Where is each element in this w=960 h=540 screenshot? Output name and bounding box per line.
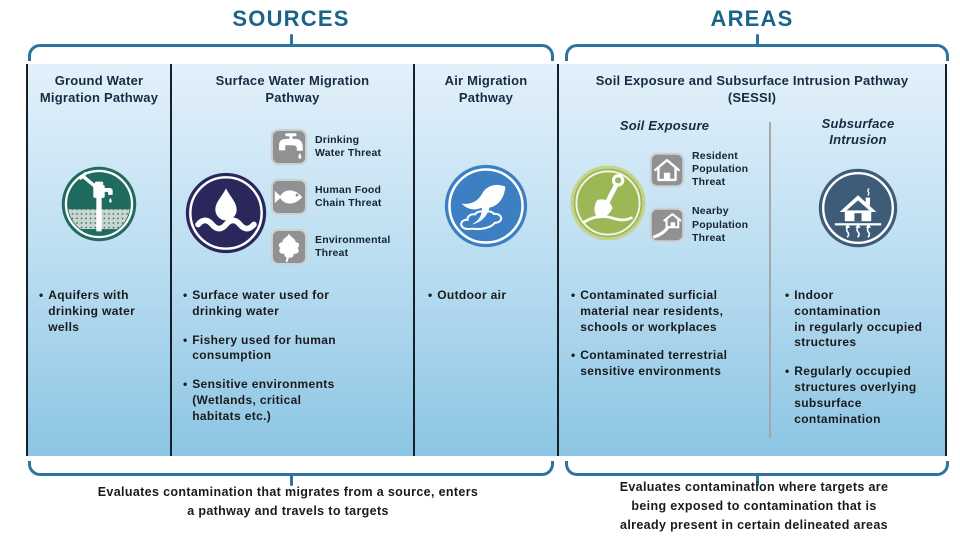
surface-water-threats: Drinking Water Threat Human Food Chain T… bbox=[270, 128, 410, 278]
threat-item: Drinking Water Threat bbox=[270, 128, 410, 166]
bullet-dot: • bbox=[571, 288, 576, 302]
bullet-item: • Sensitive environments (Wetlands, crit… bbox=[183, 377, 385, 424]
surface-water-bullets: • Surface water used for drinking water … bbox=[183, 288, 385, 438]
subsurface-intrusion-subcolumn: Subsurface Intrusion bbox=[771, 116, 945, 456]
water-drop-waves-icon bbox=[185, 172, 267, 254]
bullet-text: Fishery used for human consumption bbox=[192, 332, 336, 363]
sources-caption: Evaluates contamination that migrates fr… bbox=[97, 485, 479, 518]
sources-bottom-brace bbox=[28, 461, 554, 486]
sources-section-label: SOURCES bbox=[232, 6, 350, 31]
soil-exposure-title: Soil Exposure bbox=[619, 118, 710, 133]
threat-label: Human Food Chain Threat bbox=[315, 183, 382, 209]
sources-top-brace bbox=[28, 34, 554, 61]
bullet-dot: • bbox=[183, 377, 188, 392]
bullet-item: • Contaminated terrestrial sensitive env… bbox=[571, 348, 760, 380]
bullet-dot: • bbox=[428, 288, 433, 302]
soil-exposure-threats: Resident Population Threat Nearby Popula… bbox=[649, 150, 767, 261]
bullet-dot: • bbox=[785, 364, 790, 379]
surface-water-column-title: Surface Water Migration Pathway bbox=[215, 73, 370, 105]
bullet-text: Indoor contamination in regularly occupi… bbox=[794, 288, 923, 350]
sessi-subcolumn-divider bbox=[769, 122, 771, 438]
areas-section-label: AREAS bbox=[710, 6, 794, 31]
bullet-dot: • bbox=[183, 288, 188, 302]
surface-water-column: Surface Water Migration Pathway Drinkin bbox=[170, 64, 413, 456]
bullet-dot: • bbox=[183, 332, 188, 347]
threat-item: Environmental Threat bbox=[270, 228, 410, 266]
resident-house-icon bbox=[649, 152, 685, 187]
bullet-item: • Aquifers with drinking water wells bbox=[39, 288, 164, 335]
bullet-item: • Fishery used for human consumption bbox=[183, 333, 385, 365]
leaf-icon bbox=[270, 228, 308, 266]
bullet-dot: • bbox=[785, 288, 790, 302]
bullet-text: Surface water used for drinking water bbox=[192, 288, 330, 318]
nearby-house-icon bbox=[649, 207, 685, 243]
air-column: Air Migration Pathway • Outdoor air bbox=[413, 64, 557, 456]
bullet-item: • Regularly occupied structures overlyin… bbox=[785, 364, 937, 427]
threat-item: Human Food Chain Threat bbox=[270, 178, 410, 216]
air-column-title: Air Migration Pathway bbox=[444, 73, 528, 105]
threat-label: Environmental Threat bbox=[315, 233, 391, 259]
sessi-column: Soil Exposure and Subsurface Intrusion P… bbox=[557, 64, 947, 456]
threat-label: Drinking Water Threat bbox=[315, 133, 382, 159]
shovel-icon bbox=[570, 165, 646, 241]
fish-icon bbox=[270, 178, 308, 216]
bullet-item: • Outdoor air bbox=[428, 288, 553, 304]
bullet-text: Contaminated surficial material near res… bbox=[580, 288, 724, 334]
areas-caption: Evaluates contamination where targets ar… bbox=[619, 480, 889, 532]
bird-cloud-icon bbox=[444, 164, 528, 248]
bullet-text: Outdoor air bbox=[437, 288, 507, 302]
sessi-column-title: Soil Exposure and Subsurface Intrusion P… bbox=[595, 73, 909, 105]
subsurface-intrusion-bullets: • Indoor contamination in regularly occu… bbox=[785, 288, 937, 441]
vapor-intrusion-house-icon bbox=[818, 168, 898, 248]
soil-exposure-bullets: • Contaminated surficial material near r… bbox=[571, 288, 760, 393]
bullet-item: • Indoor contamination in regularly occu… bbox=[785, 288, 937, 351]
threat-label: Nearby Population Threat bbox=[692, 205, 749, 244]
bullet-item: • Surface water used for drinking water bbox=[183, 288, 385, 320]
bullet-dot: • bbox=[571, 348, 576, 363]
bullet-text: Aquifers with drinking water wells bbox=[48, 288, 136, 334]
bullet-text: Contaminated terrestrial sensitive envir… bbox=[580, 348, 728, 379]
air-bullets: • Outdoor air bbox=[428, 288, 553, 317]
bullet-text: Regularly occupied structures overlying … bbox=[794, 364, 917, 426]
subsurface-intrusion-title: Subsurface Intrusion bbox=[821, 116, 895, 148]
faucet-icon bbox=[270, 128, 308, 166]
threat-item: Resident Population Threat bbox=[649, 150, 767, 189]
areas-bottom-brace bbox=[565, 461, 949, 486]
bullet-item: • Contaminated surficial material near r… bbox=[571, 288, 760, 335]
bullet-dot: • bbox=[39, 288, 44, 302]
water-pump-icon bbox=[61, 166, 137, 242]
bullet-text: Sensitive environments (Wetlands, critic… bbox=[192, 377, 335, 423]
ground-water-bullets: • Aquifers with drinking water wells bbox=[39, 288, 164, 348]
ground-water-column: Ground Water Migration Pathway bbox=[26, 64, 170, 456]
areas-top-brace bbox=[565, 34, 949, 61]
ground-water-column-title: Ground Water Migration Pathway bbox=[39, 73, 159, 105]
threat-label: Resident Population Threat bbox=[692, 150, 749, 189]
soil-exposure-subcolumn: Soil Exposure bbox=[559, 116, 770, 456]
threat-item: Nearby Population Threat bbox=[649, 205, 767, 244]
